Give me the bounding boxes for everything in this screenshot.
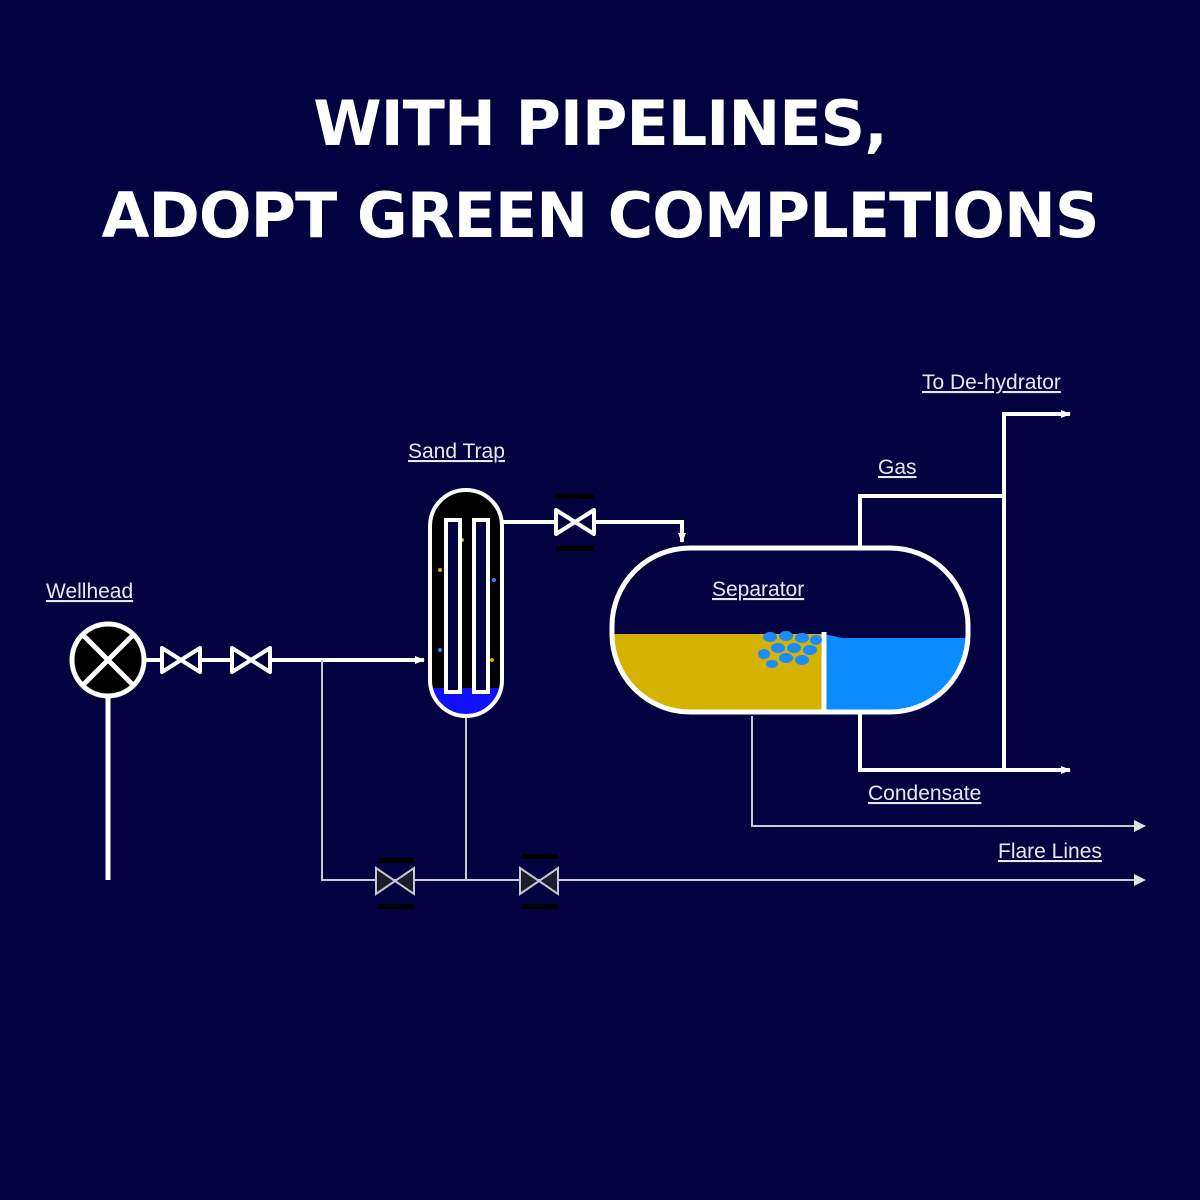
condensate-outlet-pipe [858,712,1071,774]
gas-label: Gas [878,456,917,479]
separator [609,545,971,715]
to-dehydrator-label: To De-hydrator [922,371,1061,394]
condensate-label: Condensate [868,782,981,805]
separator-label: Separator [712,578,804,601]
wellhead [69,621,147,880]
flare-valve-1 [375,858,415,909]
gas-bubbles [758,631,822,668]
sand-trap-label: Sand Trap [408,440,505,463]
inlet-valve-1 [160,646,202,674]
headline-line-1: WITH PIPELINES, [313,87,888,160]
bypass-lines [321,660,1140,881]
flare-lines-label: Flare Lines [998,840,1102,863]
headline: WITH PIPELINES, ADOPT GREEN COMPLETIONS [0,78,1200,262]
water-layer [824,634,968,712]
gas-outlet-pipe [858,410,1071,770]
headline-line-2: ADOPT GREEN COMPLETIONS [101,179,1099,252]
sand-trap [428,488,504,718]
flare-arrow-upper [1134,820,1146,832]
flare-arrow-lower [1134,874,1146,886]
separator-inlet-valve [554,494,596,551]
wellhead-label: Wellhead [46,580,133,603]
inlet-valve-2 [230,646,272,674]
flare-valve-2 [519,854,559,909]
